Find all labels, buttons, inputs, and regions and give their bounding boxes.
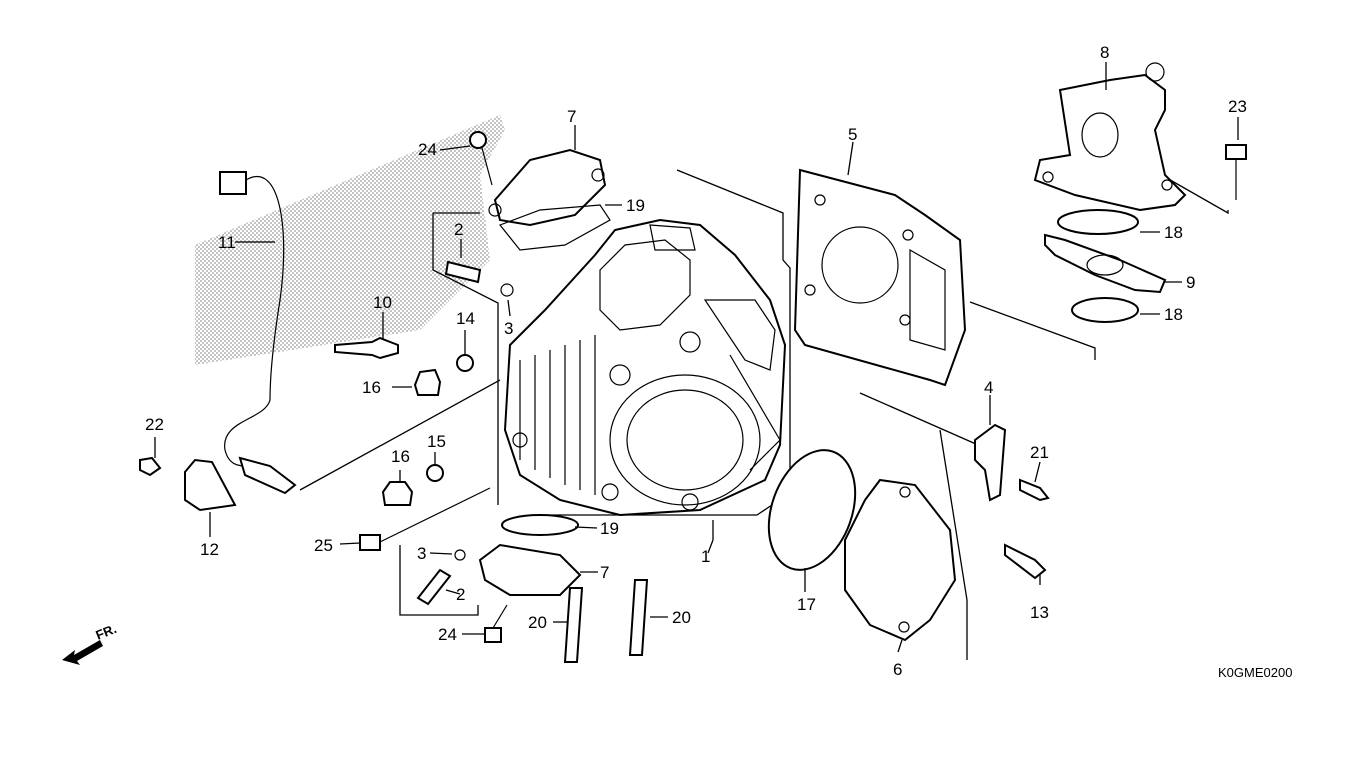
callout-25: 25 <box>314 536 333 555</box>
callout-12: 12 <box>200 540 219 559</box>
callout-4: 4 <box>984 378 993 397</box>
callout-3-top: 3 <box>504 319 513 338</box>
bolt-23 <box>1225 144 1247 200</box>
callout-7-bottom: 7 <box>600 563 609 582</box>
side-cover <box>844 478 957 642</box>
valve-guide-2-top <box>444 260 482 284</box>
callout-2-bottom: 2 <box>456 585 465 604</box>
o-ring-18-top <box>1057 209 1139 235</box>
callout-10: 10 <box>373 293 392 312</box>
callout-20-right: 20 <box>672 608 691 627</box>
valve-guide-2-bottom <box>416 568 452 606</box>
callout-labels: 1 2 2 3 3 4 5 6 7 7 8 9 10 11 12 13 14 1… <box>145 43 1247 679</box>
insulator <box>1044 233 1167 294</box>
callout-9: 9 <box>1186 273 1195 292</box>
front-arrow-icon: FR. <box>62 621 119 665</box>
leader-lines <box>154 62 1239 653</box>
callout-16-top: 16 <box>362 378 381 397</box>
callout-21: 21 <box>1030 443 1049 462</box>
callout-11: 11 <box>218 233 236 252</box>
callout-3-bottom: 3 <box>417 544 426 563</box>
bracket-12 <box>184 458 237 512</box>
o-ring-18-bottom <box>1071 297 1139 323</box>
sensor-harness <box>219 171 297 495</box>
bolt-13 <box>1004 543 1047 580</box>
gasket-19-top <box>499 204 611 251</box>
cap-16-top <box>413 368 442 396</box>
cylinder-head <box>503 218 787 517</box>
washer-14 <box>456 354 474 372</box>
callout-23: 23 <box>1228 97 1247 116</box>
bolt-25 <box>359 487 491 551</box>
bolt-24-top <box>469 131 493 186</box>
bolt-22 <box>139 456 162 477</box>
clip-3-bottom <box>454 549 466 561</box>
callout-2-top: 2 <box>454 220 463 239</box>
callout-18-top: 18 <box>1164 223 1183 242</box>
callout-16-bottom: 16 <box>391 447 410 466</box>
callout-19-top: 19 <box>626 196 645 215</box>
gasket-19-bottom <box>501 514 579 536</box>
cover-7-top <box>488 148 607 227</box>
diagram-code: K0GME0200 <box>1218 665 1292 680</box>
callout-22: 22 <box>145 415 164 434</box>
callout-20-left: 20 <box>528 613 547 632</box>
bolt-21 <box>1019 478 1050 502</box>
group-brackets <box>399 169 1229 660</box>
callout-13: 13 <box>1030 603 1049 622</box>
cap-16-bottom <box>381 481 414 506</box>
bracket-4 <box>974 423 1007 502</box>
bolt-24-bottom <box>484 604 508 643</box>
callout-8: 8 <box>1100 43 1109 62</box>
callout-1: 1 <box>701 547 710 566</box>
callout-24-top: 24 <box>418 140 437 159</box>
cylinder-head-gasket <box>793 168 967 387</box>
callout-24-bottom: 24 <box>438 625 457 644</box>
callout-7-top: 7 <box>567 107 576 126</box>
callout-18-bottom: 18 <box>1164 305 1183 324</box>
callout-14: 14 <box>456 309 475 328</box>
callout-15: 15 <box>427 432 446 451</box>
spark-plug <box>334 336 399 360</box>
callout-6: 6 <box>893 660 902 679</box>
cover-7-bottom <box>478 543 582 596</box>
front-label: FR. <box>94 621 119 643</box>
clip-3-top <box>500 283 514 297</box>
stud-bolt-20-right <box>628 579 649 656</box>
o-ring-17 <box>767 449 857 571</box>
intake-pipe <box>1033 62 1187 212</box>
stud-bolt-20-left <box>563 587 584 663</box>
callout-17: 17 <box>797 595 816 614</box>
callout-5: 5 <box>848 125 857 144</box>
callout-19-bottom: 19 <box>600 519 619 538</box>
washer-15 <box>426 464 444 482</box>
shaded-area <box>195 115 505 365</box>
